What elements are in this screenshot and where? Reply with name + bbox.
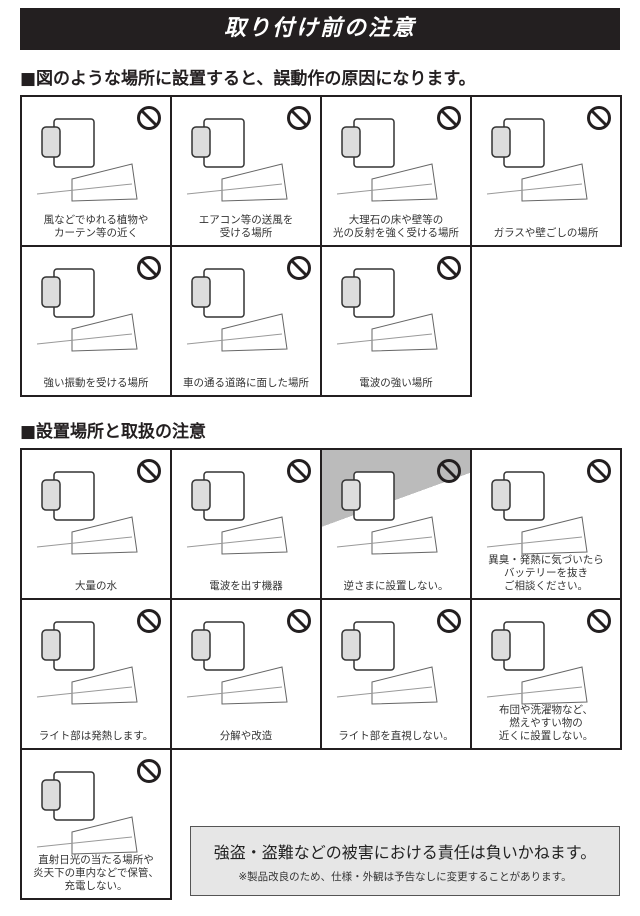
caution-cell: 電波の強い場所	[322, 247, 472, 397]
caption-line: 直射日光の当たる場所や	[38, 854, 154, 866]
caution-cell: エアコン等の送風を受ける場所	[172, 97, 322, 247]
caption-line: 電波の強い場所	[359, 377, 433, 389]
disclaimer-spec-change: ※製品改良のため、仕様・外観は予告なしに変更することがあります。	[238, 871, 572, 883]
caution-cell: ガラスや壁ごしの場所	[472, 97, 622, 247]
caption-line: 電波を出す機器	[209, 580, 283, 592]
illustration-icon	[332, 259, 442, 354]
prohibited-icon	[136, 105, 162, 131]
illustration-icon	[332, 109, 442, 204]
prohibited-icon	[436, 608, 462, 634]
caution-cell: 異臭・発熱に気づいたらバッテリーを抜きご相談ください。	[472, 450, 622, 600]
caption-line: エアコン等の送風を	[198, 214, 294, 226]
caution-cell: 大理石の床や壁等の光の反射を強く受ける場所	[322, 97, 472, 247]
prohibited-icon	[286, 105, 312, 131]
caption-line: カーテン等の近く	[54, 227, 138, 239]
caption-line: 分解や改造	[219, 730, 273, 742]
installation-location-grid: 風などでゆれる植物やカーテン等の近くエアコン等の送風を受ける場所大理石の床や壁等…	[20, 95, 622, 397]
prohibited-icon	[586, 608, 612, 634]
caution-caption: 電波の強い場所	[322, 377, 470, 390]
prohibited-icon	[436, 105, 462, 131]
caption-line: 車の通る道路に面した場所	[183, 377, 309, 389]
illustration-icon	[182, 462, 292, 557]
illustration-icon	[332, 612, 442, 707]
illustration-icon	[182, 109, 292, 204]
illustration-icon	[32, 259, 142, 354]
prohibited-icon	[136, 458, 162, 484]
illustration-icon	[482, 612, 592, 707]
caption-line: 異臭・発熱に気づいたら	[488, 554, 604, 566]
caution-cell: 電波を出す機器	[172, 450, 322, 600]
caption-line: 燃えやすい物の	[509, 717, 583, 729]
caption-line: 近くに設置しない。	[498, 730, 594, 742]
illustration-icon	[332, 462, 442, 557]
prohibited-icon	[136, 255, 162, 281]
caution-caption: 車の通る道路に面した場所	[172, 377, 320, 390]
prohibited-icon	[436, 255, 462, 281]
caption-line: 光の反射を強く受ける場所	[333, 227, 459, 239]
prohibited-icon	[136, 758, 162, 784]
illustration-icon	[182, 612, 292, 707]
caption-line: 布団や洗濯物など、	[499, 704, 593, 716]
prohibited-icon	[586, 105, 612, 131]
prohibited-icon	[286, 458, 312, 484]
caption-line: ガラスや壁ごしの場所	[493, 227, 599, 239]
caution-caption: ライト部は発熱します。	[22, 730, 170, 743]
caution-caption: 布団や洗濯物など、燃えやすい物の近くに設置しない。	[472, 704, 620, 743]
caption-line: 大量の水	[75, 580, 117, 592]
caution-caption: 風などでゆれる植物やカーテン等の近く	[22, 214, 170, 240]
caution-caption: 異臭・発熱に気づいたらバッテリーを抜きご相談ください。	[472, 554, 620, 593]
section-heading-installation-location: ■図のような場所に設置すると、誤動作の原因になります。	[20, 69, 476, 89]
caution-caption: 大理石の床や壁等の光の反射を強く受ける場所	[322, 214, 470, 240]
caution-cell: 分解や改造	[172, 600, 322, 750]
caution-cell: 強い振動を受ける場所	[22, 247, 172, 397]
section-heading-handling: ■設置場所と取扱の注意	[20, 422, 207, 442]
prohibited-icon	[136, 608, 162, 634]
caution-caption: 分解や改造	[172, 730, 320, 743]
caption-line: ご相談ください。	[504, 580, 588, 592]
caution-cell: ライト部は発熱します。	[22, 600, 172, 750]
prohibited-icon	[286, 255, 312, 281]
caution-cell: 車の通る道路に面した場所	[172, 247, 322, 397]
prohibited-icon	[436, 458, 462, 484]
caution-cell: 布団や洗濯物など、燃えやすい物の近くに設置しない。	[472, 600, 622, 750]
illustration-icon	[32, 462, 142, 557]
caution-caption: ガラスや壁ごしの場所	[472, 227, 620, 240]
handling-caution-grid: 大量の水 電波を出す機器 逆さまに設置しない。 異臭・発熱に気づいたらバッテリーを抜き…	[20, 448, 622, 900]
caption-line: 逆さまに設置しない。	[343, 580, 449, 592]
caution-caption: 大量の水	[22, 580, 170, 593]
caption-line: 受ける場所	[219, 227, 273, 239]
caution-caption: 逆さまに設置しない。	[322, 580, 470, 593]
caption-line: 充電しない。	[64, 880, 128, 892]
caution-caption: 強い振動を受ける場所	[22, 377, 170, 390]
disclaimer-box: 強盗・盗難などの被害における責任は負いかねます。 ※製品改良のため、仕様・外観は…	[190, 826, 620, 896]
caution-caption: ライト部を直視しない。	[322, 730, 470, 743]
disclaimer-liability: 強盗・盗難などの被害における責任は負いかねます。	[213, 843, 597, 862]
caution-caption: エアコン等の送風を受ける場所	[172, 214, 320, 240]
illustration-icon	[32, 612, 142, 707]
caption-line: バッテリーを抜き	[504, 567, 588, 579]
caption-line: 風などでゆれる植物や	[43, 214, 149, 226]
caption-line: 炎天下の車内などで保管、	[33, 867, 159, 879]
illustration-icon	[32, 762, 142, 857]
caption-line: 強い振動を受ける場所	[43, 377, 149, 389]
caption-line: ライト部は発熱します。	[38, 730, 154, 742]
caution-cell: 逆さまに設置しない。	[322, 450, 472, 600]
caution-cell: 大量の水	[22, 450, 172, 600]
illustration-icon	[32, 109, 142, 204]
caution-caption: 電波を出す機器	[172, 580, 320, 593]
caution-cell: 直射日光の当たる場所や炎天下の車内などで保管、充電しない。	[22, 750, 172, 900]
caption-line: 大理石の床や壁等の	[348, 214, 444, 226]
caution-cell: ライト部を直視しない。	[322, 600, 472, 750]
illustration-icon	[482, 462, 592, 557]
prohibited-icon	[586, 458, 612, 484]
prohibited-icon	[286, 608, 312, 634]
caution-caption: 直射日光の当たる場所や炎天下の車内などで保管、充電しない。	[22, 854, 170, 893]
illustration-icon	[482, 109, 592, 204]
illustration-icon	[182, 259, 292, 354]
caution-cell: 風などでゆれる植物やカーテン等の近く	[22, 97, 172, 247]
page-title: 取り付け前の注意	[20, 8, 620, 50]
caption-line: ライト部を直視しない。	[338, 730, 454, 742]
